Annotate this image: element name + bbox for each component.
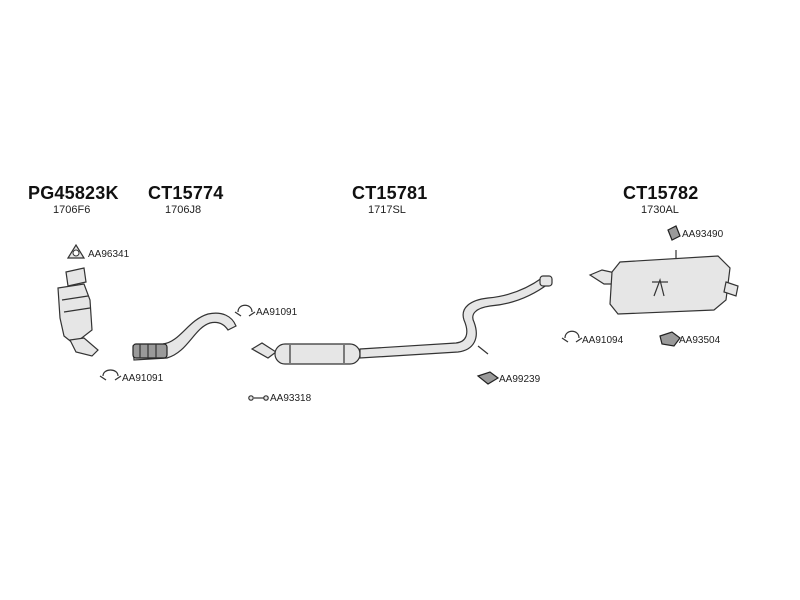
part-code-ct15774: CT15774 <box>148 183 224 203</box>
part-sub-1706j8: 1706J8 <box>165 204 202 216</box>
hanger-icon[interactable] <box>667 225 681 241</box>
label-aa96341: AA96341 <box>88 249 130 260</box>
part-code-pg45823k: PG45823K <box>28 183 119 203</box>
label-aa93318: AA93318 <box>270 393 312 404</box>
label-aa91091-center: AA91091 <box>256 307 298 318</box>
label-aa91094: AA91094 <box>582 335 624 346</box>
rubber-mount-icon[interactable] <box>659 331 681 347</box>
clamp-icon[interactable] <box>234 304 256 317</box>
rear-silencer-part[interactable] <box>588 250 739 315</box>
label-aa91091-left: AA91091 <box>122 373 164 384</box>
part-code-ct15782: CT15782 <box>623 183 699 203</box>
label-aa93490: AA93490 <box>682 229 724 240</box>
label-aa99239: AA99239 <box>499 374 541 385</box>
rubber-mount-icon[interactable] <box>476 371 500 385</box>
clamp-icon[interactable] <box>561 330 583 343</box>
part-sub-1730al: 1730AL <box>641 204 679 216</box>
bolt-icon[interactable] <box>248 395 269 401</box>
catalytic-converter-part[interactable] <box>57 267 99 357</box>
label-aa93504: AA93504 <box>679 335 721 346</box>
front-pipe-part[interactable] <box>132 312 237 361</box>
middle-silencer-part[interactable] <box>250 275 553 365</box>
part-sub-1717sl: 1717SL <box>368 204 406 216</box>
gasket-icon[interactable] <box>66 243 86 259</box>
part-sub-1706f6: 1706F6 <box>53 204 91 216</box>
part-code-ct15781: CT15781 <box>352 183 428 203</box>
clamp-icon[interactable] <box>99 369 122 381</box>
